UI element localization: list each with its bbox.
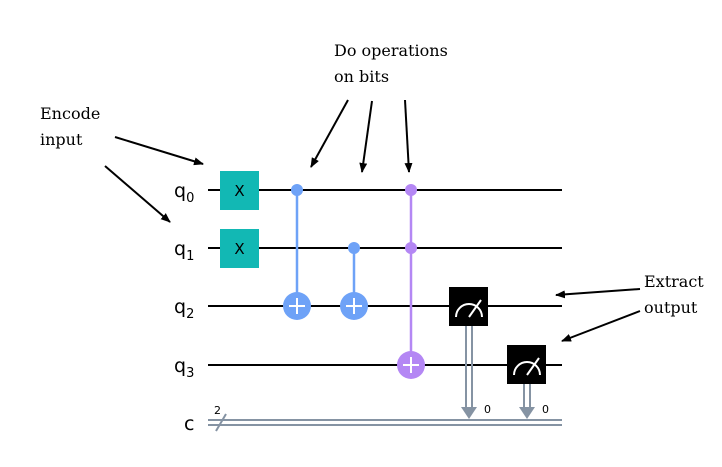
qubit-label-q0: q0 [174, 180, 194, 206]
annotation-encode-line1: Encode [40, 104, 100, 123]
arrow-ops-3 [404, 99, 413, 173]
arrow-ops-2 [359, 100, 373, 173]
annotation-extract-line2: output [644, 298, 698, 317]
arrow-extract-1 [555, 288, 641, 299]
annotation-encode-line2: input [40, 130, 83, 149]
control-dot-q1 [405, 242, 417, 254]
gauge-icon [455, 303, 483, 318]
x-gate-q1: X [220, 229, 259, 268]
classical-register-label: c [184, 413, 194, 435]
annotation-ops-line2: on bits [334, 67, 389, 86]
classical-width-label: 2 [214, 404, 221, 417]
classical-width-slash [215, 413, 227, 432]
toffoli-gate-q0-q1-q3 [397, 184, 425, 379]
arrow-ops-1 [310, 99, 349, 168]
x-gate-q0: X [220, 171, 259, 210]
annotation-extract-line1: Extract [644, 272, 704, 291]
annotation-ops-line1: Do operations [334, 41, 448, 60]
qubit-label-q2: q2 [174, 296, 194, 322]
svg-text:X: X [234, 240, 244, 258]
arrow-encode-q1 [104, 165, 171, 223]
svg-text:X: X [234, 182, 244, 200]
measure-arrowhead [519, 407, 535, 419]
control-dot [291, 184, 303, 196]
measure-bit-label-q3: 0 [542, 403, 549, 416]
gauge-icon [513, 361, 541, 376]
measure-gate-q2: 0 [449, 287, 491, 419]
measure-bit-label-q2: 0 [484, 403, 491, 416]
arrow-encode-q0 [114, 136, 204, 166]
measure-gate-q3: 0 [507, 345, 549, 419]
cnot-gate-q1-q2 [340, 242, 368, 320]
qubit-label-q3: q3 [174, 355, 194, 381]
control-dot [348, 242, 360, 254]
cnot-gate-q0-q2 [283, 184, 311, 320]
control-dot-q0 [405, 184, 417, 196]
arrow-extract-2 [561, 310, 641, 342]
qubit-label-q1: q1 [174, 238, 194, 264]
measure-arrowhead [461, 407, 477, 419]
